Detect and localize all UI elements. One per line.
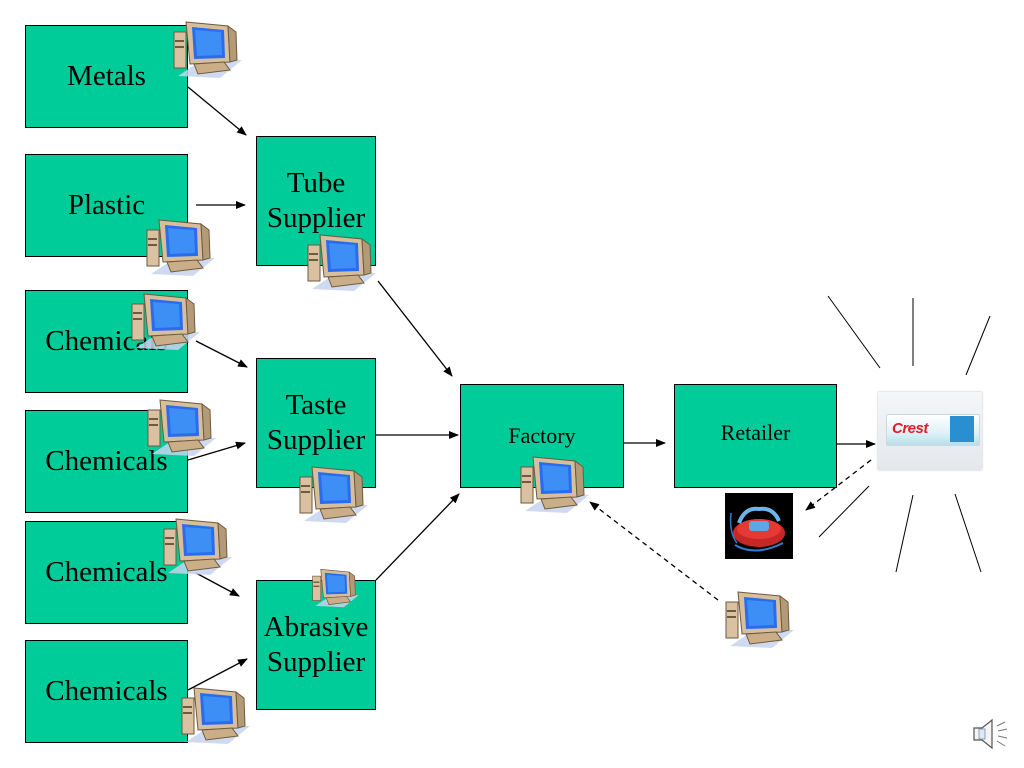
- abrasive-supplier-label: Abrasive Supplier: [263, 611, 369, 678]
- tube-supplier-label: Tube Supplier: [266, 167, 366, 234]
- metals-label: Metals: [67, 60, 146, 93]
- dashed-arrow-product-to-phone: [805, 459, 872, 511]
- toothpaste-product-image: Crest: [878, 392, 982, 470]
- computer-icon: [130, 292, 200, 354]
- factory-label: Factory: [508, 423, 576, 448]
- arrow-chem2-to-taste: [187, 441, 246, 461]
- metals-box: Metals: [25, 25, 188, 128]
- retailer-label: Retailer: [720, 420, 791, 445]
- tube-cap-area: [950, 416, 974, 442]
- telephone-icon: [725, 493, 793, 559]
- computer-icon: [172, 20, 242, 82]
- computer-icon: [145, 218, 215, 280]
- computer-icon: [298, 465, 368, 527]
- dashed-arrow-pc-to-factory: [589, 501, 719, 601]
- chemicals-box-2: Chemicals: [25, 410, 188, 513]
- arrow-tube-to-factory: [377, 280, 453, 377]
- plastic-label: Plastic: [67, 189, 146, 222]
- computer-icon: [180, 686, 250, 748]
- retailer-box: Retailer: [674, 384, 837, 488]
- arrow-metals-to-tube: [187, 86, 247, 136]
- shine-lines: [818, 295, 991, 573]
- computer-icon: [146, 398, 216, 460]
- chemicals-box-4: Chemicals: [25, 640, 188, 743]
- computer-icon: [162, 517, 232, 579]
- arrow-chem1-to-taste: [195, 340, 248, 368]
- computer-icon: [519, 455, 589, 517]
- computer-icon: [724, 590, 794, 652]
- taste-supplier-box: Taste Supplier: [256, 358, 376, 488]
- taste-supplier-label: Taste Supplier: [266, 389, 366, 456]
- product-brand-text: Crest: [892, 420, 928, 437]
- abrasive-supplier-box: Abrasive Supplier: [256, 580, 376, 710]
- chemicals-label-3: Chemicals: [45, 556, 168, 589]
- speaker-icon[interactable]: [970, 716, 1010, 752]
- arrow-abrasive-to-factory: [375, 493, 460, 581]
- arrow-chem4-to-abrasive: [187, 658, 248, 691]
- chemicals-box-3: Chemicals: [25, 521, 188, 624]
- chemicals-label-4: Chemicals: [45, 675, 168, 708]
- arrow-chem3-to-abrasive: [195, 572, 240, 597]
- computer-icon: [306, 233, 376, 295]
- computer-icon: [306, 568, 364, 610]
- chemicals-label-2: Chemicals: [45, 445, 168, 478]
